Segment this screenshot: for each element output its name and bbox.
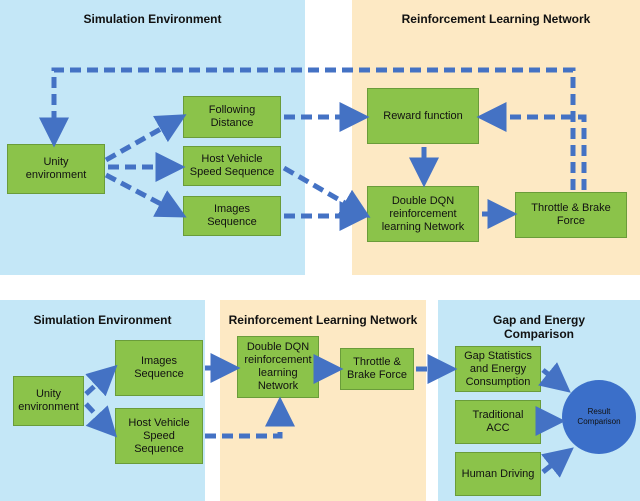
bottom-traditional-acc: Traditional ACC: [455, 400, 541, 444]
top-rl-title: Reinforcement Learning Network: [401, 12, 591, 26]
bottom-rl-panel: [220, 300, 426, 501]
bottom-images-sequence: Images Sequence: [115, 340, 203, 396]
arrow-human-to-result: [541, 447, 574, 478]
top-following-distance: Following Distance: [183, 96, 281, 138]
bottom-host-vehicle-speed: Host Vehicle Speed Sequence: [115, 408, 203, 464]
bottom-gap-statistics: Gap Statistics and Energy Consumption: [455, 346, 541, 392]
arrow-throttle-to-unity: [39, 67, 576, 190]
top-double-dqn: Double DQN reinforcement learning Networ…: [367, 186, 479, 242]
bottom-human-driving: Human Driving: [455, 452, 541, 496]
top-throttle-brake: Throttle & Brake Force: [515, 192, 627, 238]
arrow-gap-to-result: [538, 362, 571, 393]
bottom-sim-title: Simulation Environment: [33, 313, 172, 327]
bottom-double-dqn: Double DQN reinforcement learning Networ…: [237, 336, 319, 398]
bottom-result-comparison: Result Comparison: [562, 380, 636, 454]
bottom-gap-title: Gap and Energy Comparison: [492, 313, 586, 341]
bottom-unity-environment: Unity environment: [13, 376, 84, 426]
arrow-host-to-ddqn-bottom: [205, 396, 295, 439]
bottom-rl-title: Reinforcement Learning Network: [228, 313, 418, 327]
arrow-unity-to-following: [104, 114, 187, 163]
bottom-throttle-brake: Throttle & Brake Force: [340, 348, 414, 390]
arrow-unity-to-host-bottom: [84, 402, 118, 438]
top-sim-title: Simulation Environment: [83, 12, 222, 26]
arrow-throttle-to-reward: [476, 102, 587, 190]
arrow-host-to-ddqn: [282, 165, 371, 218]
top-images-sequence: Images Sequence: [183, 196, 281, 236]
arrow-unity-to-images-bottom: [84, 364, 118, 397]
arrow-unity-to-images: [104, 172, 187, 218]
